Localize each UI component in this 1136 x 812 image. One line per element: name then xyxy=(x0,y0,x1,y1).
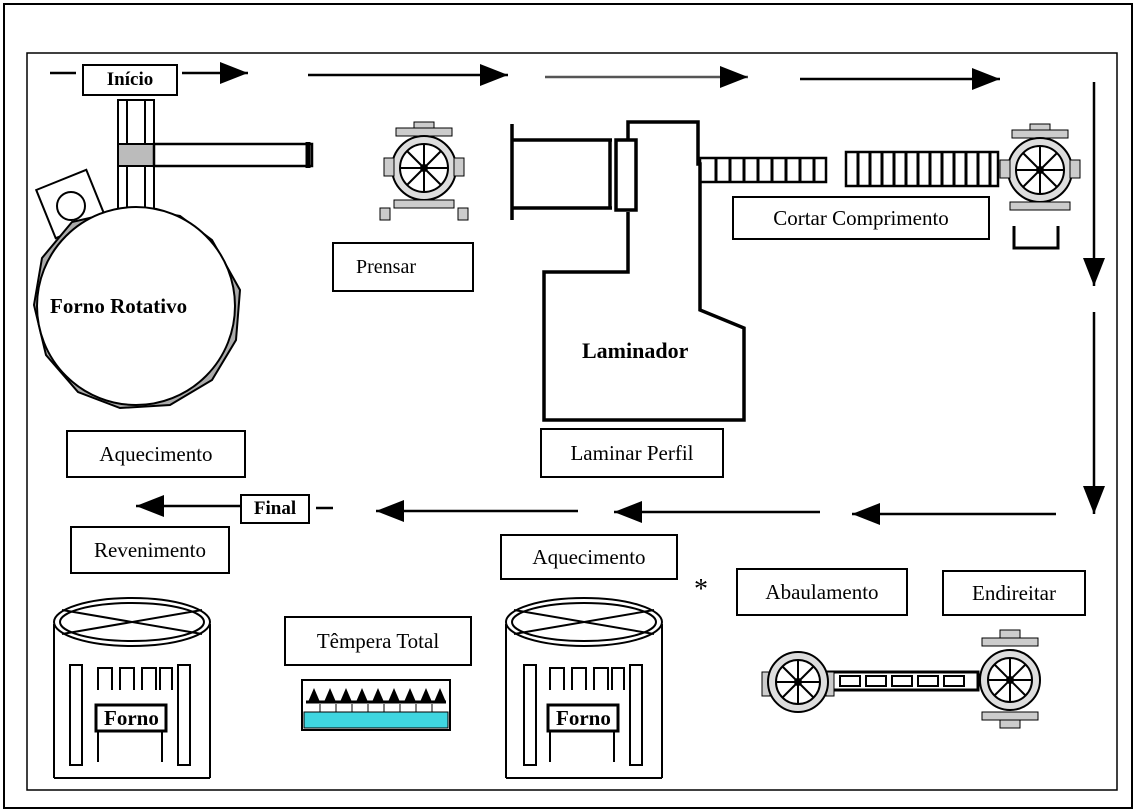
top-flow-arrows xyxy=(50,62,1000,90)
tempering-label: Revenimento xyxy=(70,526,230,574)
cambering-label: Abaulamento xyxy=(736,568,908,616)
furnace-right-label: Forno xyxy=(556,706,611,730)
inner-border xyxy=(26,52,1118,791)
press-label: Prensar xyxy=(332,242,474,292)
total-quench-label: Têmpera Total xyxy=(284,616,472,666)
conveyor-icon xyxy=(698,150,1000,188)
profile-rolling-label: Laminar Perfil xyxy=(540,428,724,478)
quench-tank-icon xyxy=(301,679,451,731)
straighten-label: Endireitar xyxy=(942,570,1086,616)
start-label: Início xyxy=(82,64,178,96)
end-label: Final xyxy=(240,494,310,524)
cutter-gear-wheel-icon xyxy=(999,123,1081,250)
press-gear-wheel-icon xyxy=(379,121,469,221)
outer-border xyxy=(3,3,1133,809)
asterisk-mark: * xyxy=(694,574,708,605)
straightening-rollers-icon xyxy=(761,629,1041,729)
rotary-furnace-icon xyxy=(32,99,314,410)
rolling-mill-icon xyxy=(510,120,746,422)
cut-to-length-label: Cortar Comprimento xyxy=(732,196,990,240)
furnace-left-icon xyxy=(53,597,211,779)
furnace-right-icon xyxy=(505,597,663,779)
heating-label-top: Aquecimento xyxy=(66,430,246,478)
rolling-mill-label: Laminador xyxy=(582,338,689,363)
rotary-furnace-label: Forno Rotativo xyxy=(50,294,188,318)
furnace-left-label: Forno xyxy=(104,706,159,730)
bottom-flow-arrows xyxy=(136,495,1056,525)
heating-label-bottom: Aquecimento xyxy=(500,534,678,580)
